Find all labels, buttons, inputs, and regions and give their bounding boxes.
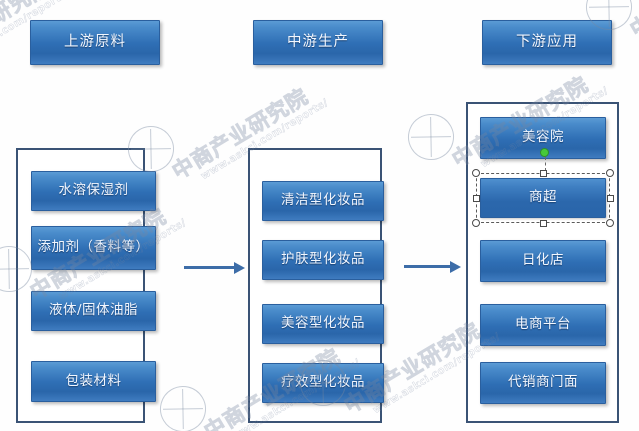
- selection-handle-middle-left[interactable]: [472, 194, 480, 202]
- selection-handle-bottom-center[interactable]: [539, 219, 547, 227]
- item-box-upstream-4[interactable]: 包装材料: [31, 361, 156, 402]
- item-box-downstream-3[interactable]: 日化店: [480, 240, 606, 282]
- item-box-upstream-2[interactable]: 添加剂（香料等）: [31, 226, 156, 270]
- item-box-midstream-1[interactable]: 清洁型化妆品: [262, 181, 384, 221]
- rotation-stem: [544, 157, 546, 171]
- watermark-brand: 中商产业研究院: [624, 0, 639, 44]
- item-label-downstream-4: 电商平台: [515, 316, 571, 333]
- item-box-upstream-1[interactable]: 水溶保湿剂: [31, 171, 156, 211]
- item-box-downstream-5[interactable]: 代销商门面: [480, 362, 606, 404]
- item-box-midstream-2[interactable]: 护肤型化妆品: [262, 240, 384, 280]
- rotation-handle[interactable]: [540, 148, 549, 157]
- item-box-downstream-4[interactable]: 电商平台: [480, 304, 606, 346]
- item-label-downstream-2: 商超: [529, 189, 557, 206]
- header-box-downstream[interactable]: 下游应用: [482, 20, 612, 65]
- selection-handle-top-right[interactable]: [606, 169, 614, 177]
- item-box-midstream-3[interactable]: 美容型化妆品: [262, 304, 384, 344]
- item-label-downstream-1: 美容院: [522, 129, 564, 146]
- watermark-logo-icon: [399, 105, 463, 169]
- header-label-upstream: 上游原料: [64, 33, 126, 50]
- selection-handle-bottom-left[interactable]: [472, 219, 480, 227]
- item-label-upstream-4: 包装材料: [65, 372, 122, 389]
- watermark-logo-icon: [151, 377, 215, 431]
- selection-handle-bottom-right[interactable]: [606, 219, 614, 227]
- arrow-head: [234, 261, 245, 274]
- header-box-upstream[interactable]: 上游原料: [30, 20, 160, 65]
- item-label-downstream-5: 代销商门面: [508, 374, 578, 391]
- item-box-midstream-4[interactable]: 疗效型化妆品: [262, 363, 384, 403]
- item-label-midstream-1: 清洁型化妆品: [281, 192, 365, 209]
- item-label-midstream-2: 护肤型化妆品: [281, 251, 365, 268]
- item-box-upstream-3[interactable]: 液体/固体油脂: [31, 291, 156, 331]
- arrow-shaft: [404, 265, 451, 268]
- item-label-midstream-4: 疗效型化妆品: [281, 374, 365, 391]
- item-label-midstream-3: 美容型化妆品: [281, 315, 365, 332]
- item-label-downstream-3: 日化店: [522, 252, 564, 269]
- header-label-midstream: 中游生产: [287, 33, 349, 50]
- item-box-downstream-2[interactable]: 商超: [480, 178, 606, 218]
- selection-handle-top-center[interactable]: [539, 169, 547, 177]
- selection-handle-middle-right[interactable]: [606, 194, 614, 202]
- header-label-downstream: 下游应用: [516, 33, 578, 50]
- item-label-upstream-3: 液体/固体油脂: [48, 302, 139, 319]
- arrow-head: [450, 260, 461, 273]
- arrow-shaft: [184, 266, 235, 269]
- selection-handle-top-left[interactable]: [472, 169, 480, 177]
- watermark-text: 中商产业研究院 www.askci.com/reports/: [624, 0, 639, 51]
- item-label-upstream-2: 添加剂（香料等）: [37, 239, 150, 256]
- header-box-midstream[interactable]: 中游生产: [253, 20, 383, 65]
- item-label-upstream-1: 水溶保湿剂: [58, 182, 129, 199]
